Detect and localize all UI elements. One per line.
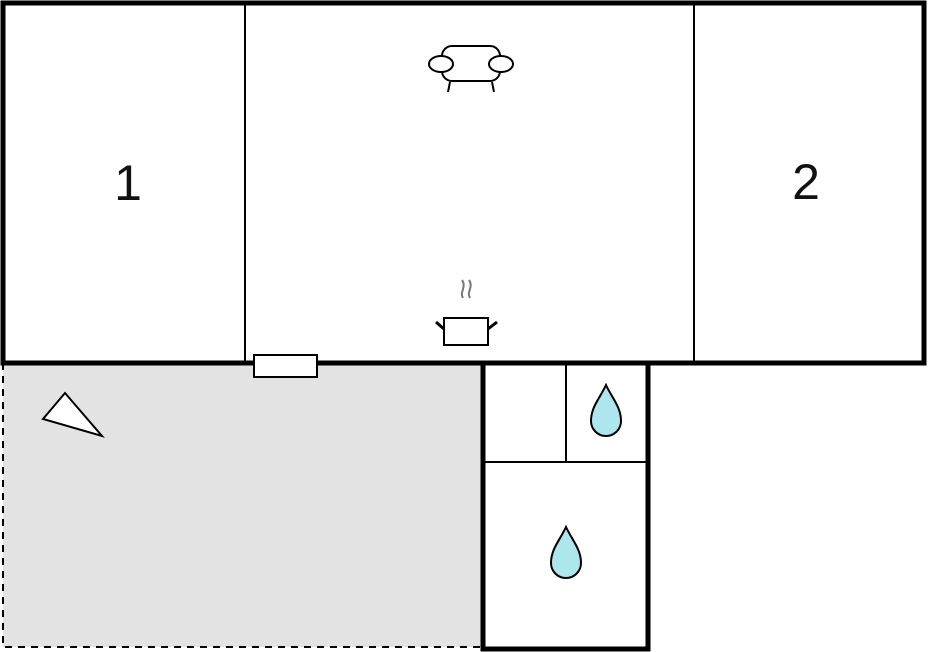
terrace-dashed-border: [2, 363, 483, 648]
room-label-bedroom-2: 2: [792, 154, 820, 210]
room-label-bedroom-1: 1: [114, 155, 142, 211]
bathroom-annex: [480, 363, 651, 652]
main-building-outline: [0, 0, 927, 366]
cooking-pot-icon: [435, 279, 498, 346]
terrace: [2, 363, 483, 648]
sofa-icon: [428, 45, 514, 93]
water-drop-icon: [549, 524, 583, 579]
terrace-door: [253, 354, 318, 378]
terrace-area: [3, 363, 483, 647]
triangle-icon: [41, 391, 105, 438]
water-drop-icon: [589, 382, 623, 437]
annex-outline: [480, 363, 651, 652]
